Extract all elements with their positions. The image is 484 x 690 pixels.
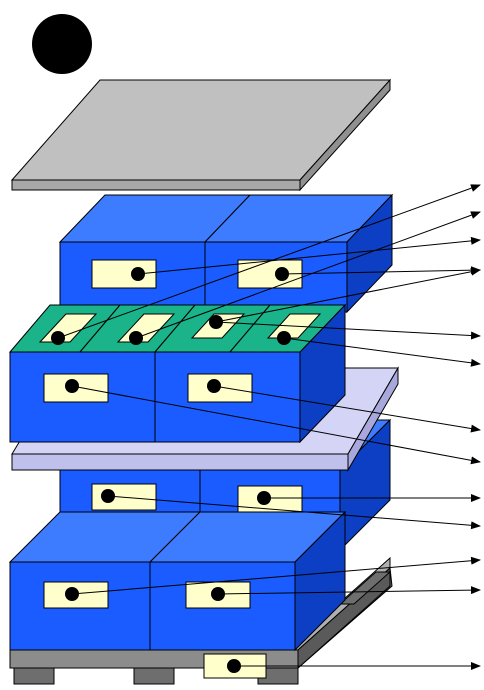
arrow-right-icon [57,184,481,339]
arrow-right-icon [137,236,481,275]
arrow-right-icon [71,385,481,465]
arrow-right-icon [213,385,481,433]
arrow-right-icon [283,337,481,367]
step-marker-dot [32,14,92,74]
arrow-right-icon [71,556,481,595]
arrow-right-icon [215,321,481,340]
callout-arrows [57,184,481,670]
arrow-right-icon [217,586,481,595]
lower-tier-front-boxes [8,510,347,652]
green-tray-lids [8,304,347,353]
upper-tier-back-boxes [58,193,394,314]
top-cover-sheet [10,78,392,192]
arrow-right-icon [135,211,481,339]
arrow-right-icon [107,495,481,530]
upper-back-left-label [91,259,157,289]
arrow-right-icon [215,267,481,323]
arrow-right-icon [281,266,481,275]
